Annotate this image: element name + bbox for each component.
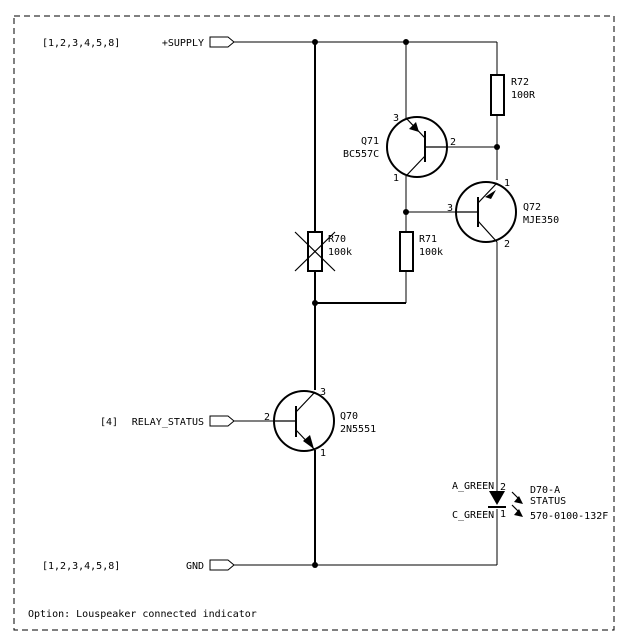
junctions bbox=[312, 39, 500, 568]
q71-pin3: 3 bbox=[393, 113, 399, 124]
q70-ref: Q70 bbox=[340, 411, 358, 422]
q71-ref: Q71 bbox=[361, 136, 379, 147]
q71-pin2: 2 bbox=[450, 137, 456, 148]
d70-part: 570-0100-132F bbox=[530, 511, 608, 522]
q70-pin3: 3 bbox=[320, 387, 326, 398]
resistor-r71[interactable]: R71 100k bbox=[399, 231, 443, 272]
sheet-border bbox=[13, 15, 615, 631]
r70-ref: R70 bbox=[328, 234, 346, 245]
q70-pin2: 2 bbox=[264, 412, 270, 423]
port-relay-status[interactable]: [4] RELAY_STATUS bbox=[100, 415, 235, 428]
q72-pin2: 2 bbox=[504, 239, 510, 250]
supply-label: +SUPPLY bbox=[162, 38, 204, 49]
port-supply[interactable]: [1,2,3,4,5,8] +SUPPLY bbox=[42, 36, 235, 49]
r72-ref: R72 bbox=[511, 77, 529, 88]
q70-pin1: 1 bbox=[320, 448, 326, 459]
q71-value: BC557C bbox=[343, 149, 379, 160]
d70-ref: D70-A bbox=[530, 485, 560, 496]
transistor-q72[interactable]: Q72 MJE350 1 3 2 bbox=[447, 178, 559, 250]
gnd-label: GND bbox=[186, 561, 204, 572]
supply-refs: [1,2,3,4,5,8] bbox=[42, 38, 120, 49]
resistor-r70[interactable]: R70 100k bbox=[294, 231, 352, 272]
d70-pin1: 1 bbox=[500, 509, 506, 520]
q70-value: 2N5551 bbox=[340, 424, 376, 435]
q72-pin3: 3 bbox=[447, 203, 453, 214]
gnd-refs: [1,2,3,4,5,8] bbox=[42, 561, 120, 572]
q72-ref: Q72 bbox=[523, 202, 541, 213]
d70-cathode-label: C_GREEN bbox=[452, 510, 494, 521]
transistor-q71[interactable]: Q71 BC557C 3 2 1 bbox=[343, 113, 456, 184]
d70-anode-label: A_GREEN bbox=[452, 481, 494, 492]
relay-refs: [4] bbox=[100, 417, 118, 428]
d70-pin2: 2 bbox=[500, 482, 506, 493]
d70-value: STATUS bbox=[530, 496, 566, 507]
r72-value: 100R bbox=[511, 90, 536, 101]
led-d70[interactable]: A_GREEN C_GREEN 2 1 D70-A STATUS 570-010… bbox=[452, 481, 608, 522]
transistor-q70[interactable]: Q70 2N5551 3 2 1 bbox=[264, 387, 376, 459]
resistor-r72[interactable]: R72 100R bbox=[490, 74, 536, 116]
wires bbox=[234, 41, 498, 566]
sheet-note: Option: Louspeaker connected indicator bbox=[28, 609, 257, 620]
q71-pin1: 1 bbox=[393, 173, 399, 184]
port-gnd[interactable]: [1,2,3,4,5,8] GND bbox=[42, 559, 235, 572]
relay-status-label: RELAY_STATUS bbox=[132, 417, 204, 428]
q72-pin1: 1 bbox=[504, 178, 510, 189]
r71-value: 100k bbox=[419, 247, 443, 258]
r70-value: 100k bbox=[328, 247, 352, 258]
r71-ref: R71 bbox=[419, 234, 437, 245]
q72-value: MJE350 bbox=[523, 215, 559, 226]
